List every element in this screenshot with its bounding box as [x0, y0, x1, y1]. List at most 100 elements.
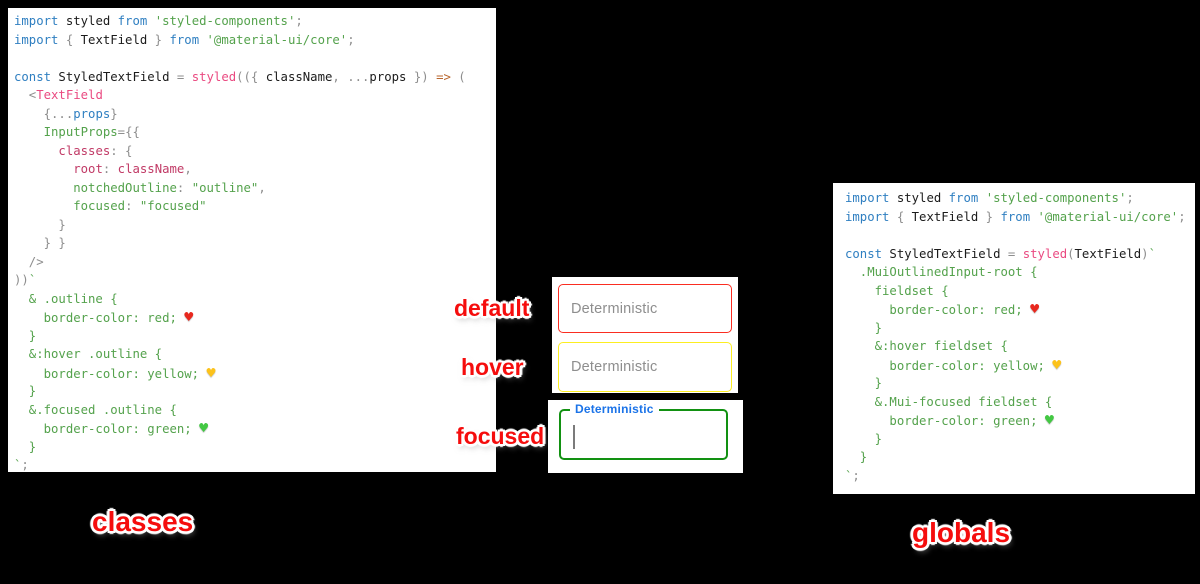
code-token: ( [450, 69, 466, 84]
code-token: border-color: green; [14, 422, 200, 436]
code-token: styled [58, 14, 118, 28]
code-token: } [14, 217, 66, 232]
textfield-card-top: Deterministic Deterministic [552, 277, 738, 393]
textfield-focused[interactable]: Deterministic [559, 402, 728, 460]
code-token: )) [14, 273, 29, 287]
text-cursor-icon [573, 425, 575, 449]
code-token: 'styled-components' [985, 191, 1127, 205]
caption-globals: globals [912, 517, 1011, 548]
code-token [147, 14, 154, 28]
code-line: const StyledTextField = styled(({ classN… [14, 68, 496, 87]
code-token: : [125, 199, 140, 213]
code-token: &.Mui-focused fieldset { [845, 394, 1053, 409]
code-token: StyledTextField [51, 69, 177, 84]
code-token: : { [110, 143, 133, 158]
code-line: ))` [14, 271, 496, 290]
textfield-default[interactable]: Deterministic [558, 284, 732, 333]
code-line [14, 49, 496, 68]
code-token: : [176, 180, 192, 195]
code-token: props [73, 106, 111, 121]
code-token: from [169, 32, 200, 47]
code-token: from [948, 191, 979, 205]
code-token: } [978, 209, 1001, 224]
code-line: focused: "focused" [14, 197, 496, 216]
code-token: ; [21, 458, 29, 472]
heart-green-icon: ♥ [1044, 411, 1054, 429]
code-token: ` [28, 273, 37, 287]
code-line: } [845, 448, 1195, 467]
code-token: '@material-ui/core' [1037, 209, 1179, 224]
code-line: } [14, 216, 496, 235]
code-token: border-color: green; [845, 414, 1045, 428]
code-token: .MuiOutlinedInput-root { [845, 265, 1038, 279]
code-token: & .outline { [14, 291, 118, 306]
code-token: notchedOutline [73, 180, 177, 195]
code-token: = [176, 69, 192, 84]
code-token [199, 33, 206, 47]
code-line: } [14, 327, 496, 346]
code-line: import { TextField } from '@material-ui/… [14, 31, 496, 50]
code-token [14, 181, 73, 195]
code-token: /> [14, 254, 44, 269]
code-line: .MuiOutlinedInput-root { [845, 263, 1195, 282]
code-token: , [332, 69, 348, 84]
code-line: } } [14, 234, 496, 253]
code-line: border-color: yellow; ♥ [14, 364, 496, 383]
code-line: border-color: yellow; ♥ [845, 356, 1195, 375]
code-token: focused [73, 199, 126, 213]
code-token: &:hover .outline { [14, 347, 163, 361]
code-token: } [110, 106, 118, 121]
code-panel-globals: import styled from 'styled-components';i… [833, 183, 1195, 494]
code-token: &.focused .outline { [14, 402, 177, 417]
code-token: ) [1141, 246, 1149, 261]
textfield-hover[interactable]: Deterministic [558, 342, 732, 392]
code-token: ; [852, 468, 860, 483]
code-token: styled [1022, 246, 1068, 261]
caption-classes: classes [92, 506, 194, 537]
code-line: } [845, 430, 1195, 449]
code-line: & .outline { [14, 290, 496, 309]
code-token [14, 199, 73, 213]
code-token: fieldset { [845, 283, 949, 298]
textfield-default-label: Deterministic [571, 300, 658, 317]
code-token: const [845, 246, 883, 261]
code-token: "outline" [191, 180, 259, 195]
code-token: styled [889, 191, 949, 205]
code-token: {... [14, 106, 74, 121]
code-token: ; [347, 32, 355, 47]
code-line: border-color: green; ♥ [14, 419, 496, 438]
code-line: fieldset { [845, 282, 1195, 301]
heart-red-icon: ♥ [1030, 300, 1040, 318]
code-token: } [845, 431, 883, 446]
state-label-hover: hover [461, 354, 524, 380]
state-label-default: default [454, 295, 530, 321]
code-token [14, 162, 73, 176]
code-token: ( [1067, 246, 1075, 261]
code-line: &.focused .outline { [14, 401, 496, 420]
code-token [1030, 210, 1037, 224]
code-token: border-color: red; [14, 311, 185, 325]
code-token: => [436, 69, 451, 84]
code-line: } [845, 319, 1195, 338]
code-token: ; [295, 14, 303, 28]
code-token: ` [14, 458, 22, 472]
code-line: root: className, [14, 160, 496, 179]
code-line: <TextField [14, 86, 496, 105]
code-token: } [845, 376, 883, 390]
code-token: InputProps [43, 125, 118, 139]
code-line [845, 226, 1195, 245]
code-line: notchedOutline: "outline", [14, 179, 496, 198]
code-token: 'styled-components' [154, 14, 296, 28]
code-token: border-color: yellow; [14, 366, 207, 381]
code-token: ; [1178, 209, 1186, 224]
code-line: {...props} [14, 105, 496, 124]
code-line: const StyledTextField = styled(TextField… [845, 245, 1195, 264]
code-line: InputProps={{ [14, 123, 496, 142]
code-token [14, 125, 44, 139]
heart-green-icon: ♥ [199, 419, 209, 437]
code-token: border-color: red; [845, 303, 1031, 317]
code-line: import styled from 'styled-components'; [845, 189, 1195, 208]
code-token: TextField [80, 32, 148, 47]
code-token: } [845, 450, 868, 464]
heart-red-icon: ♥ [184, 308, 194, 326]
